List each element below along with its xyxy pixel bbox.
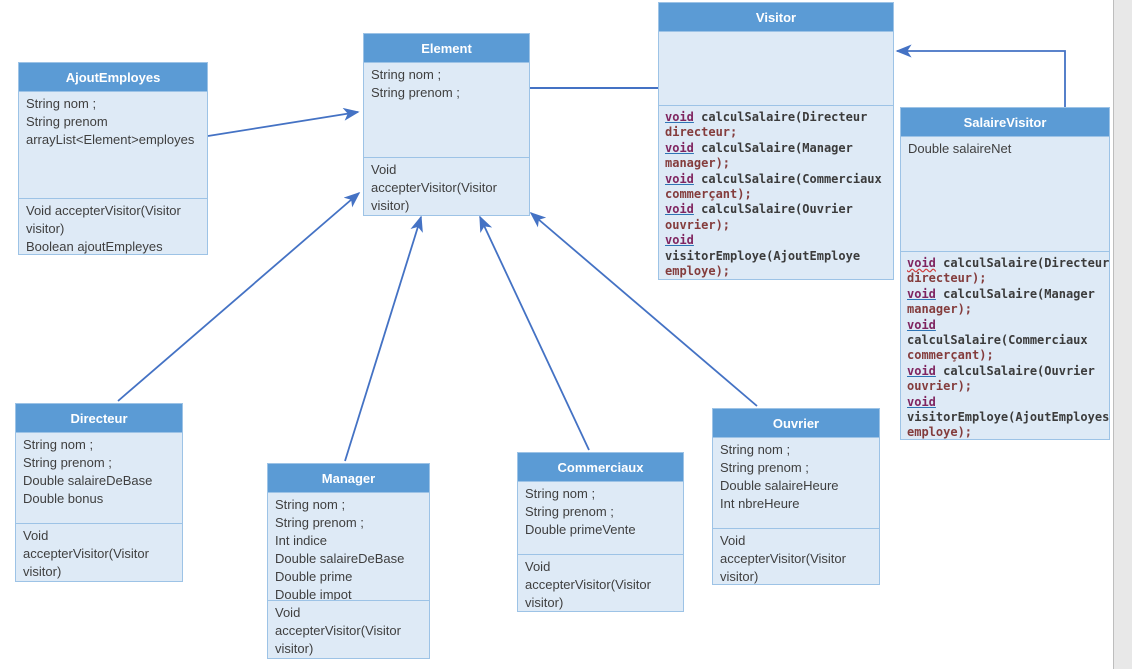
- class-salairevisitor-title: SalaireVisitor: [901, 108, 1109, 137]
- code-line: commerçant);: [665, 187, 752, 202]
- class-ajoutemployes[interactable]: AjoutEmployes String nom ; String prenom a…: [18, 62, 208, 255]
- code-line: manager);: [665, 156, 731, 171]
- page-edge-gutter: [1113, 0, 1132, 669]
- class-commerciaux-attributes: String nom ; String prenom ; Double primeV…: [518, 482, 683, 554]
- code-line: ouvrier);: [665, 217, 731, 232]
- member-line: Double primeVente: [525, 522, 636, 537]
- class-directeur-methods: Void accepterVisitor(Visitor visitor): [16, 523, 182, 581]
- class-manager-title: Manager: [268, 464, 429, 493]
- member-line: String nom ;: [26, 96, 97, 111]
- arrow-ajoutemployes-to-element[interactable]: [207, 107, 360, 137]
- member-line: Void accepterVisitor(Visitor visitor): [23, 528, 149, 579]
- code-line: void calculSalaire(Manager: [665, 140, 853, 155]
- class-element-title: Element: [364, 34, 529, 63]
- member-line: Int indice: [275, 533, 328, 548]
- class-salairevisitor-attributes: Double salaireNet: [901, 137, 1109, 251]
- member-line: String prenom ;: [23, 455, 112, 470]
- member-line: String nom ;: [23, 437, 94, 452]
- code-line: employe);: [907, 425, 973, 439]
- code-line: void: [907, 317, 936, 332]
- member-line: Double salaireDeBase: [275, 551, 405, 566]
- member-line: Int nbreHeure: [720, 496, 800, 511]
- class-element-attributes: String nom ; String prenom ;: [364, 63, 529, 157]
- code-line: visitorEmploye(AjoutEmployes: [907, 410, 1109, 425]
- class-ajoutemployes-attributes: String nom ; String prenom arrayList<Eleme…: [19, 92, 207, 198]
- class-commerciaux-title: Commerciaux: [518, 453, 683, 482]
- member-line: String nom ;: [525, 486, 596, 501]
- class-visitor-title: Visitor: [659, 3, 893, 32]
- member-line: Void accepterVisitor(Visitor visitor): [275, 605, 401, 656]
- member-line: String nom ;: [720, 442, 791, 457]
- code-line: void calculSalaire(Commerciaux: [665, 171, 882, 186]
- class-directeur-title: Directeur: [16, 404, 182, 433]
- class-commerciaux[interactable]: Commerciaux String nom ; String prenom ; D…: [517, 452, 684, 612]
- code-line: void calculSalaire(Directeur: [665, 110, 868, 124]
- code-line: ouvrier);: [907, 379, 973, 394]
- member-line: Void accepterVisitor(Visitor visitor): [26, 203, 181, 236]
- member-line: String prenom ;: [720, 460, 809, 475]
- class-salairevisitor[interactable]: SalaireVisitor Double salaireNet void ca…: [900, 107, 1110, 440]
- class-ouvrier[interactable]: Ouvrier String nom ; String prenom ; Doubl…: [712, 408, 880, 585]
- member-line: String prenom: [26, 114, 108, 129]
- code-line: calculSalaire(Commerciaux: [907, 333, 1088, 348]
- code-line: employe);: [665, 264, 731, 279]
- class-ouvrier-title: Ouvrier: [713, 409, 879, 438]
- member-line: Double prime: [275, 569, 353, 584]
- arrow-salairevisitor-to-visitor[interactable]: [895, 44, 1066, 107]
- member-line: Double salaireHeure: [720, 478, 839, 493]
- member-line: Double bonus: [23, 491, 104, 506]
- code-line: void calculSalaire(Ouvrier: [907, 363, 1095, 378]
- member-line: Void accepterVisitor(Visitor visitor): [720, 533, 846, 584]
- member-line: Boolean ajoutEmpleyes: [26, 239, 163, 254]
- member-line: Double impot: [275, 587, 352, 600]
- member-line: String nom ;: [275, 497, 346, 512]
- member-line: Void accepterVisitor(Visitor visitor): [371, 162, 497, 213]
- class-directeur-attributes: String nom ; String prenom ; Double salair…: [16, 433, 182, 523]
- class-visitor-attributes: [659, 32, 893, 105]
- member-line: String prenom ;: [371, 85, 460, 100]
- arrow-manager-to-element[interactable]: [344, 215, 423, 462]
- code-line: void calculSalaire(Manager: [907, 286, 1095, 301]
- class-commerciaux-methods: Void accepterVisitor(Visitor visitor): [518, 554, 683, 611]
- code-line: void calculSalaire(Ouvrier: [665, 202, 853, 217]
- class-ajoutemployes-methods: Void accepterVisitor(Visitor visitor) Boo…: [19, 198, 207, 254]
- class-element[interactable]: Element String nom ; String prenom ; Void…: [363, 33, 530, 216]
- class-manager[interactable]: Manager String nom ; String prenom ; Int i…: [267, 463, 430, 659]
- code-line: visitorEmploye(AjoutEmploye: [665, 248, 861, 263]
- code-line: directeur;: [665, 125, 738, 140]
- code-line: void: [907, 394, 936, 409]
- class-ajoutemployes-title: AjoutEmployes: [19, 63, 207, 92]
- arrow-commerciaux-to-element[interactable]: [479, 215, 590, 451]
- code-line: commerçant);: [907, 348, 994, 363]
- member-line: Double salaireNet: [908, 141, 1012, 156]
- class-ouvrier-methods: Void accepterVisitor(Visitor visitor): [713, 528, 879, 584]
- class-manager-methods: Void accepterVisitor(Visitor visitor): [268, 600, 429, 658]
- member-line: Double salaireDeBase: [23, 473, 153, 488]
- code-line: void calculSalaire(Directeur: [907, 256, 1109, 270]
- class-directeur[interactable]: Directeur String nom ; String prenom ; Dou…: [15, 403, 183, 582]
- member-line: String prenom ;: [275, 515, 364, 530]
- code-line: manager);: [907, 302, 973, 317]
- code-line: void: [665, 233, 694, 248]
- member-line: arrayList<Element>employes: [26, 132, 195, 147]
- code-line: directeur);: [907, 271, 987, 286]
- class-element-methods: Void accepterVisitor(Visitor visitor): [364, 157, 529, 215]
- member-line: String nom ;: [371, 67, 442, 82]
- member-line: Void accepterVisitor(Visitor visitor): [525, 559, 651, 610]
- member-line: String prenom ;: [525, 504, 614, 519]
- class-ouvrier-attributes: String nom ; String prenom ; Double salair…: [713, 438, 879, 528]
